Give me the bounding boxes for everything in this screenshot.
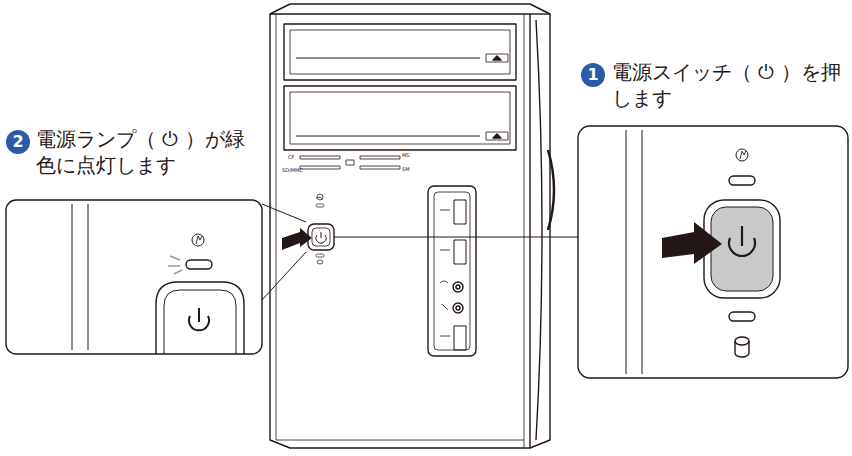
slot-label: SD/MMC: [282, 168, 303, 173]
slot-label: CF: [288, 155, 294, 160]
instruction-text: 電源スイッチ（ ⏻ ）を押します: [612, 59, 848, 111]
callout-number: 1: [581, 63, 605, 87]
instruction-text: 電源ランプ（ ⏻ ）が緑色に点灯します: [36, 126, 264, 178]
callout-number: 2: [6, 130, 30, 154]
slot-label: MS: [402, 153, 410, 158]
slot-label: SM: [402, 167, 410, 172]
